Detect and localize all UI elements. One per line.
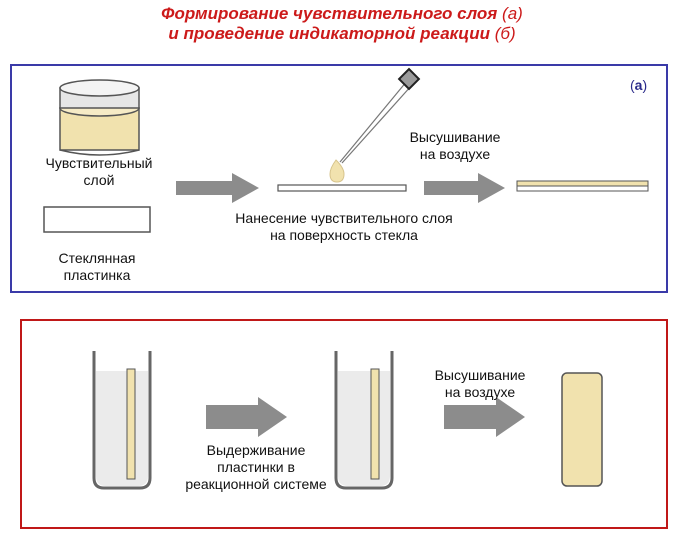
- title-line-1: Формирование чувствительного слоя (а): [0, 4, 684, 24]
- title-main-1: Формирование чувствительного слоя: [161, 4, 498, 23]
- glass-plate-label-1: Стеклянная: [58, 250, 136, 266]
- panel-a-frame: [10, 64, 668, 293]
- pipette-icon: [339, 67, 421, 164]
- glass-plate-icon: [277, 184, 407, 192]
- drying-label-a: Высушивание на воздухе: [400, 129, 510, 163]
- title-main-2: и проведение индикаторной реакции: [168, 24, 491, 43]
- sensitive-layer-label: Чувствительный слой: [39, 155, 159, 189]
- panel-b-frame: [20, 319, 668, 529]
- holding-label-2: пластинки в: [217, 459, 295, 475]
- drying-label-a-1: Высушивание: [409, 129, 501, 145]
- glass-plate-icon: [516, 180, 649, 192]
- application-label: Нанесение чувствительного слоя на поверх…: [216, 210, 472, 244]
- drying-label-b-2: на воздухе: [444, 384, 516, 400]
- title-paren-1: (а): [502, 4, 523, 23]
- drying-label-a-2: на воздухе: [419, 146, 491, 162]
- tag-close: ): [642, 77, 648, 93]
- tag-letter: а: [634, 77, 643, 93]
- arrow-right-icon: [176, 173, 259, 203]
- jar-icon: [59, 79, 140, 156]
- title-line-2: и проведение индикаторной реакции (б): [0, 24, 684, 44]
- arrow-right-icon: [206, 397, 287, 437]
- holding-label-1: Выдерживание: [206, 442, 306, 458]
- dried-plate-icon: [561, 372, 603, 487]
- sensitive-layer-label-1: Чувствительный: [45, 155, 153, 171]
- drying-label-b: Высушивание на воздухе: [425, 367, 535, 401]
- title-paren-2: (б): [494, 24, 516, 43]
- arrow-right-icon: [424, 173, 505, 203]
- glass-plate-label-2: пластинка: [63, 267, 131, 283]
- tag-open: (: [630, 77, 635, 93]
- test-tube-icon: [92, 351, 152, 490]
- drying-label-b-1: Высушивание: [434, 367, 526, 383]
- arrow-right-icon: [444, 397, 525, 437]
- application-label-2: на поверхность стекла: [270, 227, 418, 243]
- test-tube-icon: [334, 351, 394, 490]
- sensitive-layer-label-2: слой: [83, 172, 115, 188]
- panel-a-tag: (а): [630, 77, 647, 93]
- glass-plate-icon: [43, 206, 151, 233]
- holding-label-3: реакционной системе: [185, 476, 327, 492]
- holding-label: Выдерживание пластинки в реакционной сис…: [176, 442, 336, 493]
- glass-plate-label: Стеклянная пластинка: [40, 250, 154, 284]
- drop-icon: [329, 159, 345, 183]
- application-label-1: Нанесение чувствительного слоя: [235, 210, 453, 226]
